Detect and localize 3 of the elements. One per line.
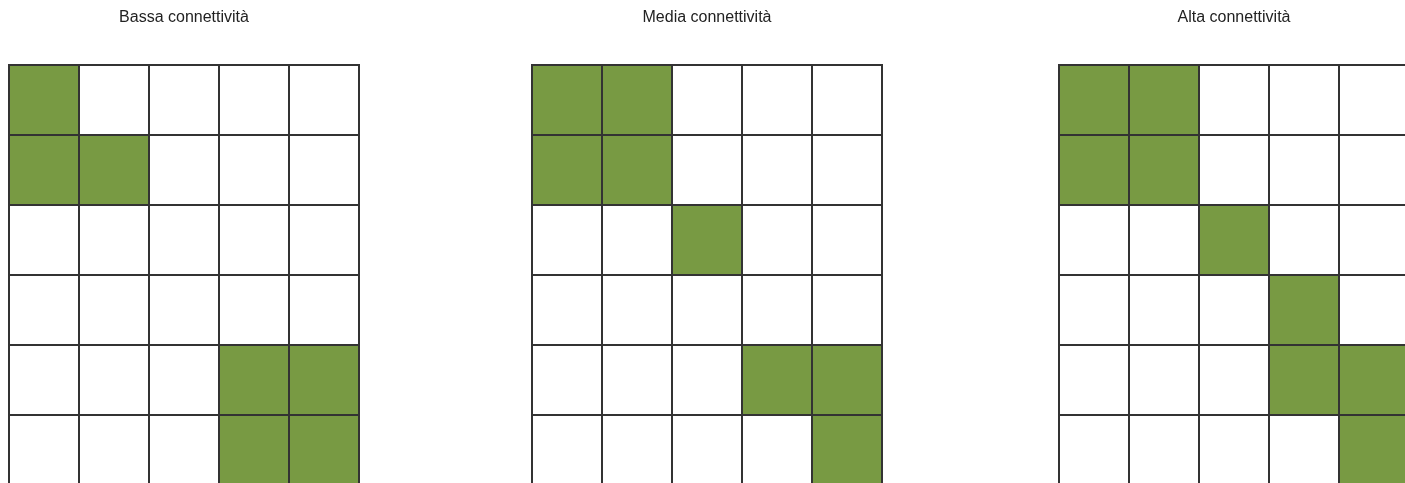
- grid-heading: Alta connettività: [1176, 8, 1292, 26]
- grid-heading: Media connettività: [641, 8, 773, 26]
- grid-heading: Bassa connettività: [118, 8, 250, 26]
